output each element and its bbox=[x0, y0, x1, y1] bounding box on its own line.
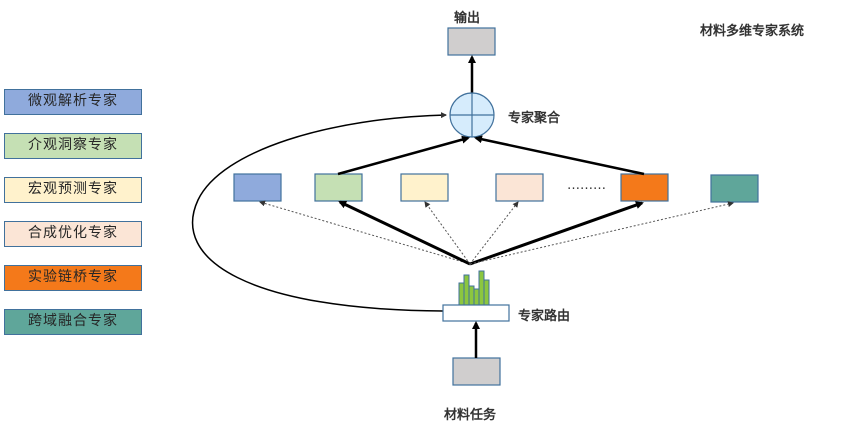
route-to-micro-arrow bbox=[259, 200, 471, 265]
legend-meso-expert: 介观洞察专家 bbox=[4, 133, 142, 159]
experiment-to-aggregator-arrow bbox=[474, 135, 645, 176]
task-box bbox=[452, 357, 501, 386]
task-label: 材料任务 bbox=[444, 408, 497, 423]
aggregation-label: 专家聚合 bbox=[508, 111, 561, 126]
legend-experiment-expert: 实验链桥专家 bbox=[4, 265, 142, 291]
meso-to-aggregator-arrow bbox=[337, 135, 470, 176]
route-to-crossdomain-arrow bbox=[469, 201, 734, 265]
system-title: 材料多维专家系统 bbox=[700, 24, 805, 39]
expert-box-meso bbox=[314, 173, 363, 202]
expert-box-synthesis bbox=[495, 173, 544, 202]
route-to-synthesis-arrow bbox=[469, 201, 519, 265]
expert-box-micro bbox=[233, 173, 282, 202]
legend-micro-expert: 微观解析专家 bbox=[4, 89, 142, 115]
routing-label: 专家路由 bbox=[518, 309, 571, 324]
route-to-experiment-arrow bbox=[469, 201, 644, 266]
legend-macro-expert: 宏观预测专家 bbox=[4, 177, 142, 203]
ellipsis-label: ……… bbox=[567, 178, 606, 193]
aggregator-icon bbox=[449, 92, 495, 138]
residual-loop-path bbox=[192, 112, 447, 312]
expert-box-macro bbox=[400, 173, 449, 202]
output-box bbox=[447, 27, 496, 56]
legend-crossdomain-expert: 跨域融合专家 bbox=[4, 309, 142, 335]
expert-box-experiment bbox=[620, 173, 669, 202]
router-gating-bars bbox=[458, 270, 490, 306]
output-label: 输出 bbox=[454, 11, 481, 26]
router-box bbox=[442, 304, 510, 322]
expert-box-crossdomain bbox=[710, 174, 759, 203]
legend-synthesis-expert: 合成优化专家 bbox=[4, 221, 142, 247]
route-to-meso-arrow bbox=[338, 200, 471, 266]
route-to-macro-arrow bbox=[424, 201, 471, 265]
